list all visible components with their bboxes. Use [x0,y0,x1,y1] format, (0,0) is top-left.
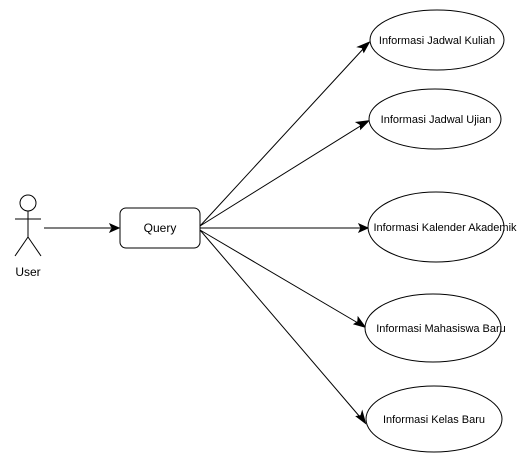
edge-line [199,124,363,227]
use-case-kelas-baru[interactable]: Informasi Kelas Baru [365,385,503,453]
edge-user-to-query [44,222,121,234]
actor-user[interactable]: User [14,194,42,279]
query-label: Query [144,221,177,235]
edge-query-to-jadwal-ujian [199,120,371,227]
actor-left-leg [14,236,29,257]
edge-query-to-kalender-akademik [200,222,370,234]
use-case-label: Informasi Kalender Akademik [373,222,517,234]
use-case-shape [364,293,502,363]
query-box[interactable]: Query [119,207,201,249]
use-case-shape [367,191,505,263]
use-case-shape [368,88,502,150]
edge-line [199,229,361,418]
use-case-mahasiswa-baru[interactable]: Informasi Mahasiswa Baru [364,293,506,363]
use-case-label: Informasi Mahasiswa Baru [376,323,506,335]
actor-right-leg [27,236,42,257]
use-case-jadwal-kuliah[interactable]: Informasi Jadwal Kuliah [369,9,505,71]
edge-arrowhead [108,222,121,234]
actor-label: User [15,265,40,279]
use-case-jadwal-ujian[interactable]: Informasi Jadwal Ujian [368,88,502,150]
edge-query-to-kelas-baru [199,229,367,425]
edge-query-to-jadwal-kuliah [199,41,371,227]
edge-arrowhead [354,120,371,131]
edge-arrowhead [355,409,367,425]
query-box-shape [119,207,201,249]
use-case-label: Informasi Jadwal Kuliah [379,35,495,47]
use-case-shape [369,9,505,71]
use-case-label: Informasi Jadwal Ujian [381,114,492,126]
edge-arrowhead [357,222,370,234]
edge-arrowhead [352,315,367,329]
use-case-kalender-akademik[interactable]: Informasi Kalender Akademik [367,191,517,263]
actor-head [19,194,37,212]
edge-line [199,47,365,227]
edge-arrowhead [356,41,371,54]
use-case-label: Informasi Kelas Baru [383,414,485,426]
edge-line [199,229,359,324]
edge-query-to-mahasiswa-baru [199,229,367,329]
use-case-shape [365,385,503,453]
